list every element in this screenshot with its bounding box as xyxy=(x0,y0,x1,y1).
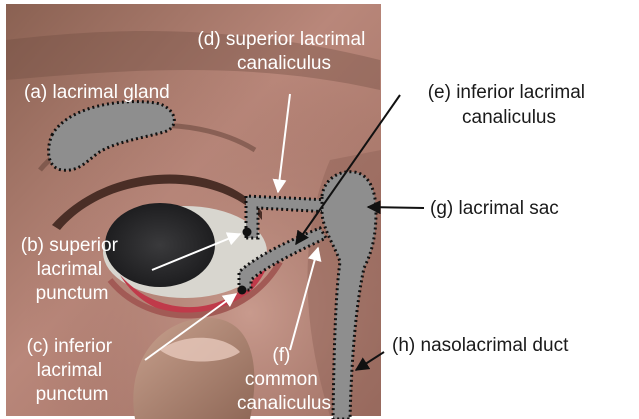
label-f-line-2: common xyxy=(245,369,318,390)
label-h: (h) nasolacrimal duct xyxy=(392,335,569,356)
arrow-g xyxy=(368,207,424,208)
label-b-line-2: lacrimal xyxy=(37,259,102,280)
label-e: (e) inferior lacrimal canaliculus xyxy=(428,82,591,128)
label-a: (a) lacrimal gland xyxy=(24,82,170,103)
label-f-line-1: (f) xyxy=(272,345,290,366)
label-b-line-1: (b) superior xyxy=(21,235,119,256)
label-d-line-2: canaliculus xyxy=(237,53,331,74)
label-c: (c) inferior lacrimal punctum xyxy=(27,336,118,405)
label-f-line-3: canaliculus xyxy=(237,393,331,414)
label-e-line-2: canaliculus xyxy=(462,107,556,128)
superior-punctum-dot xyxy=(243,228,252,237)
label-c-line-3: punctum xyxy=(36,384,109,405)
label-e-line-1: (e) inferior lacrimal xyxy=(428,82,585,103)
label-c-line-2: lacrimal xyxy=(37,360,102,381)
label-g: (g) lacrimal sac xyxy=(430,198,559,219)
inferior-punctum-dot xyxy=(238,286,247,295)
label-b-line-3: punctum xyxy=(36,283,109,304)
label-d-line-1: (d) superior lacrimal xyxy=(197,29,365,50)
label-c-line-1: (c) inferior xyxy=(27,336,113,357)
